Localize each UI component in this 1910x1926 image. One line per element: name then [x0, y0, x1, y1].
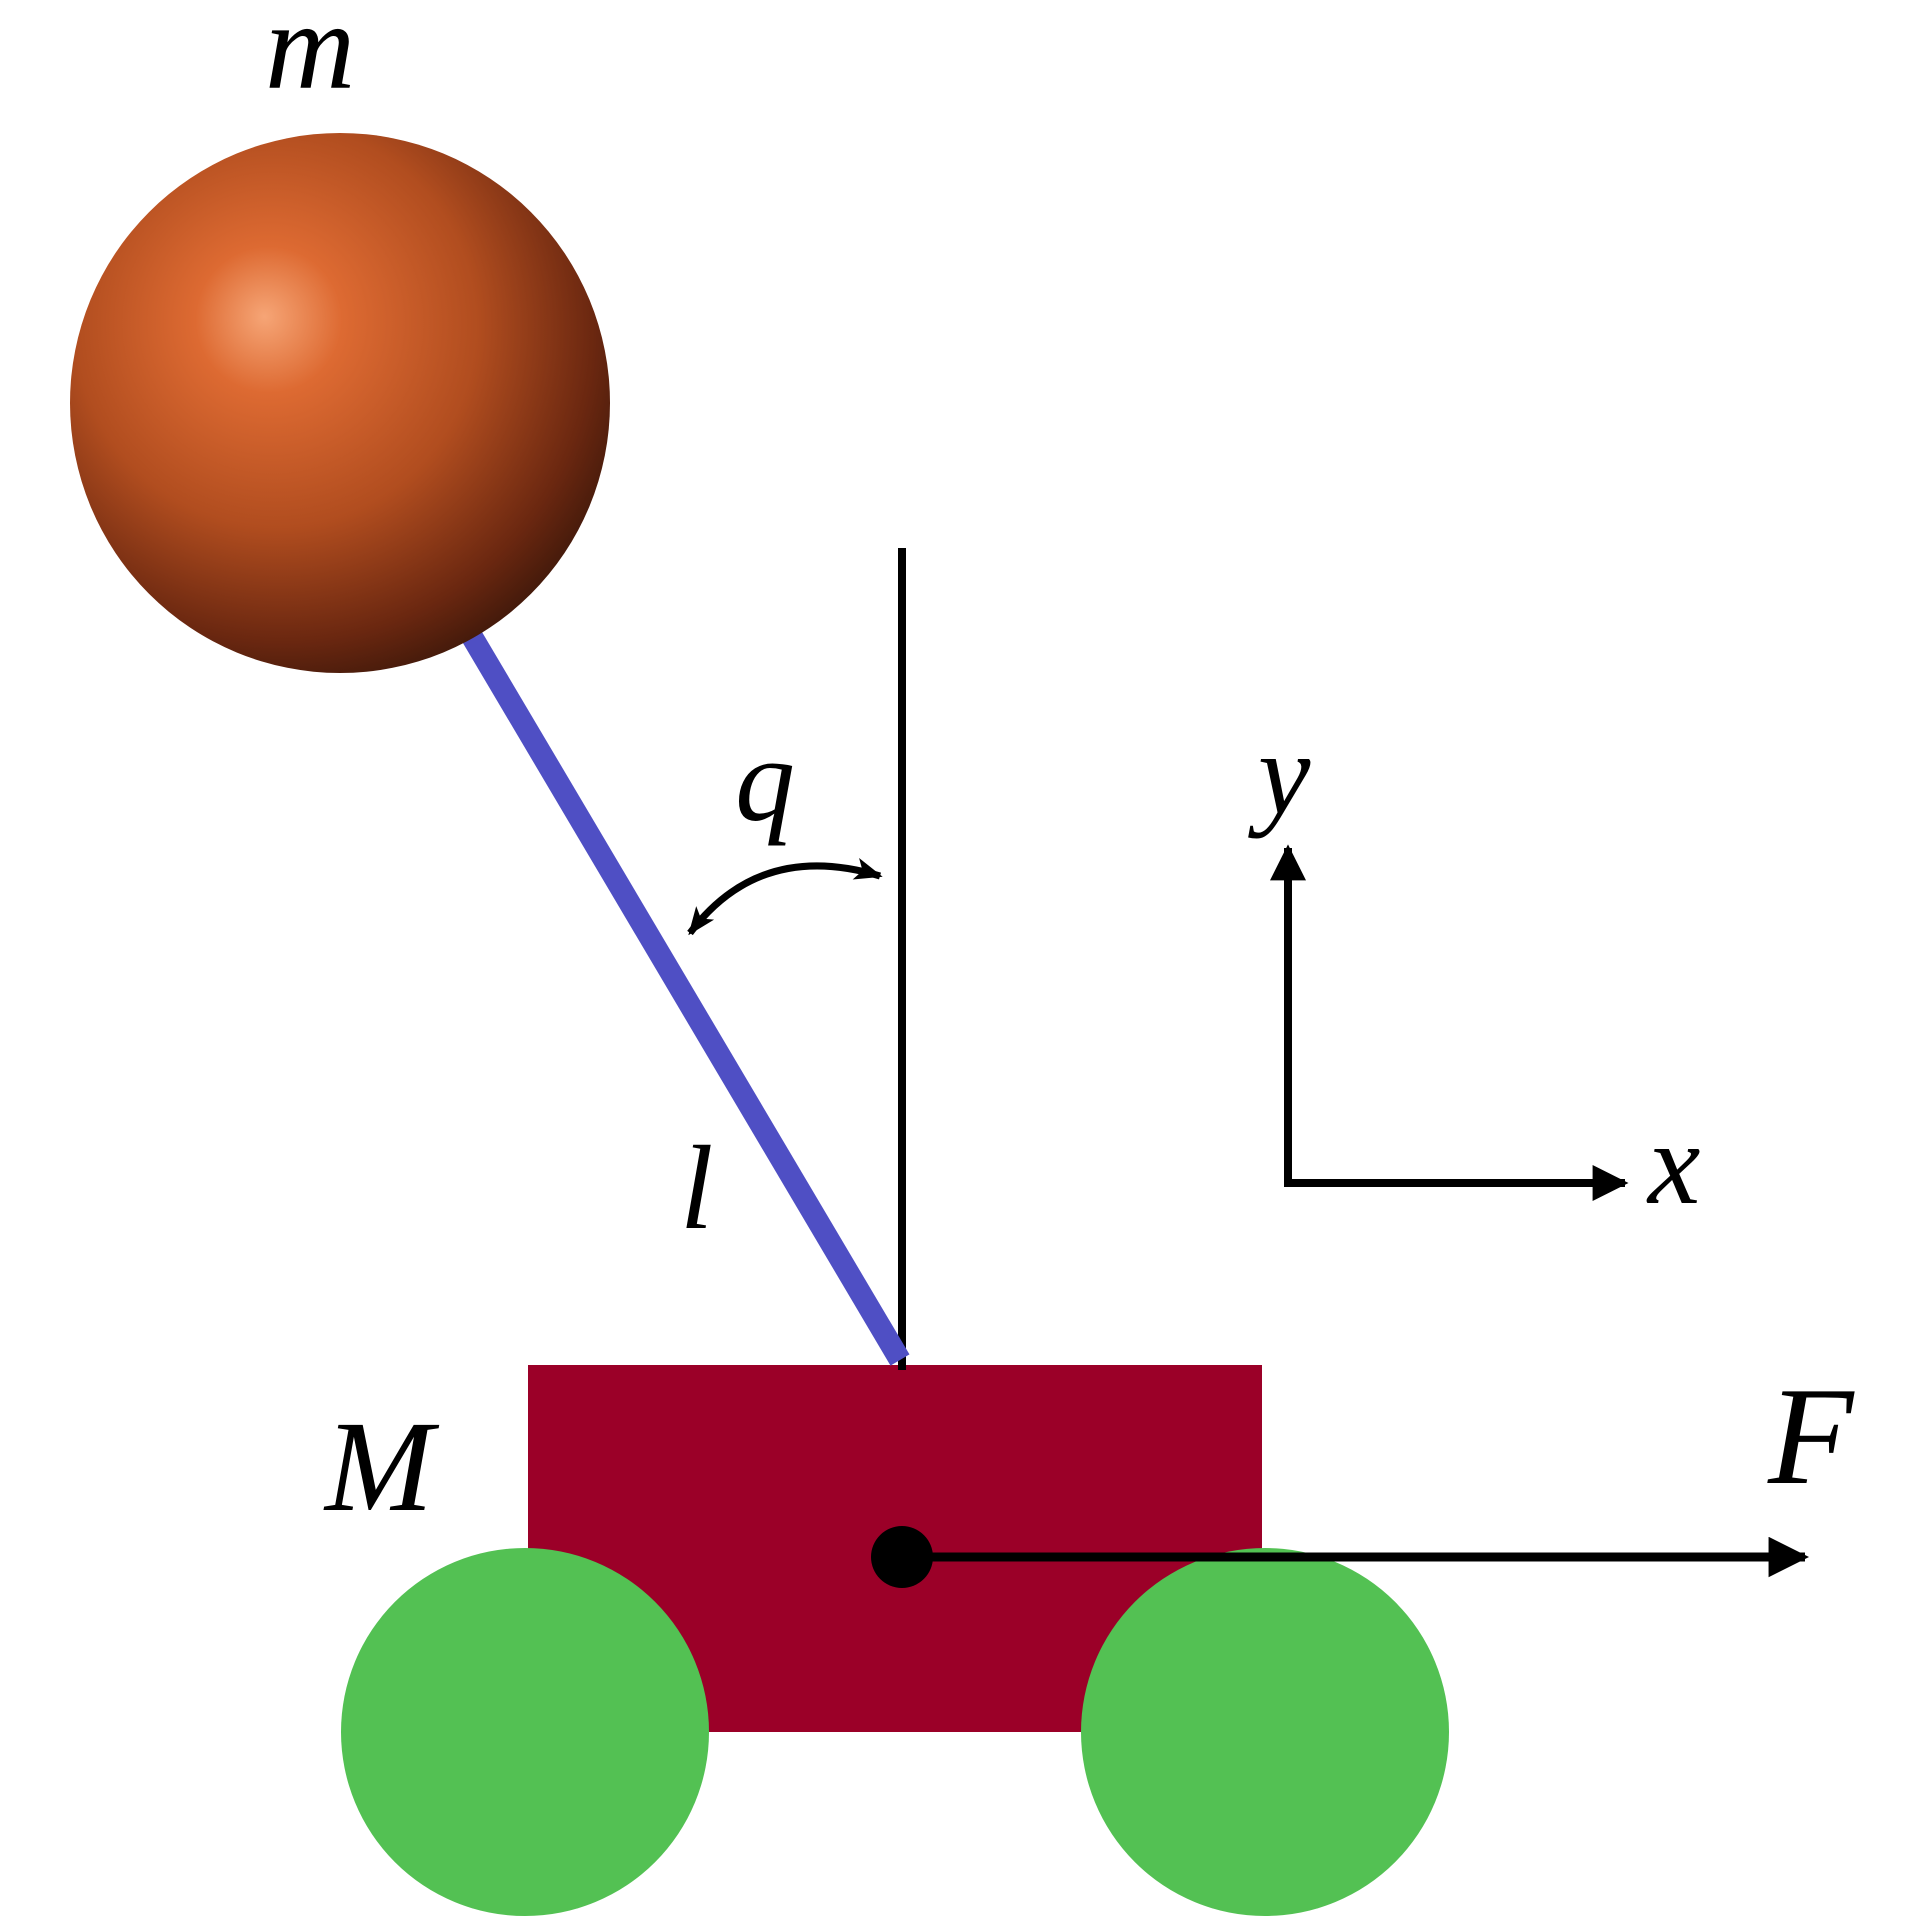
label-force: F	[1767, 1359, 1855, 1514]
angle-arc-arrow	[687, 858, 883, 936]
pendulum-bob	[70, 133, 610, 673]
label-cart-mass: M	[323, 1395, 440, 1539]
cart-center-point	[871, 1526, 933, 1588]
label-pendulum-mass: m	[265, 0, 355, 116]
pendulum-rod	[445, 602, 910, 1366]
label-axis-x: x	[1646, 1098, 1700, 1229]
label-axis-y: y	[1248, 708, 1311, 839]
label-rod-length: l	[680, 1121, 713, 1254]
left-wheel	[341, 1548, 709, 1916]
label-angle: q	[735, 713, 795, 846]
right-wheel	[1081, 1548, 1449, 1916]
